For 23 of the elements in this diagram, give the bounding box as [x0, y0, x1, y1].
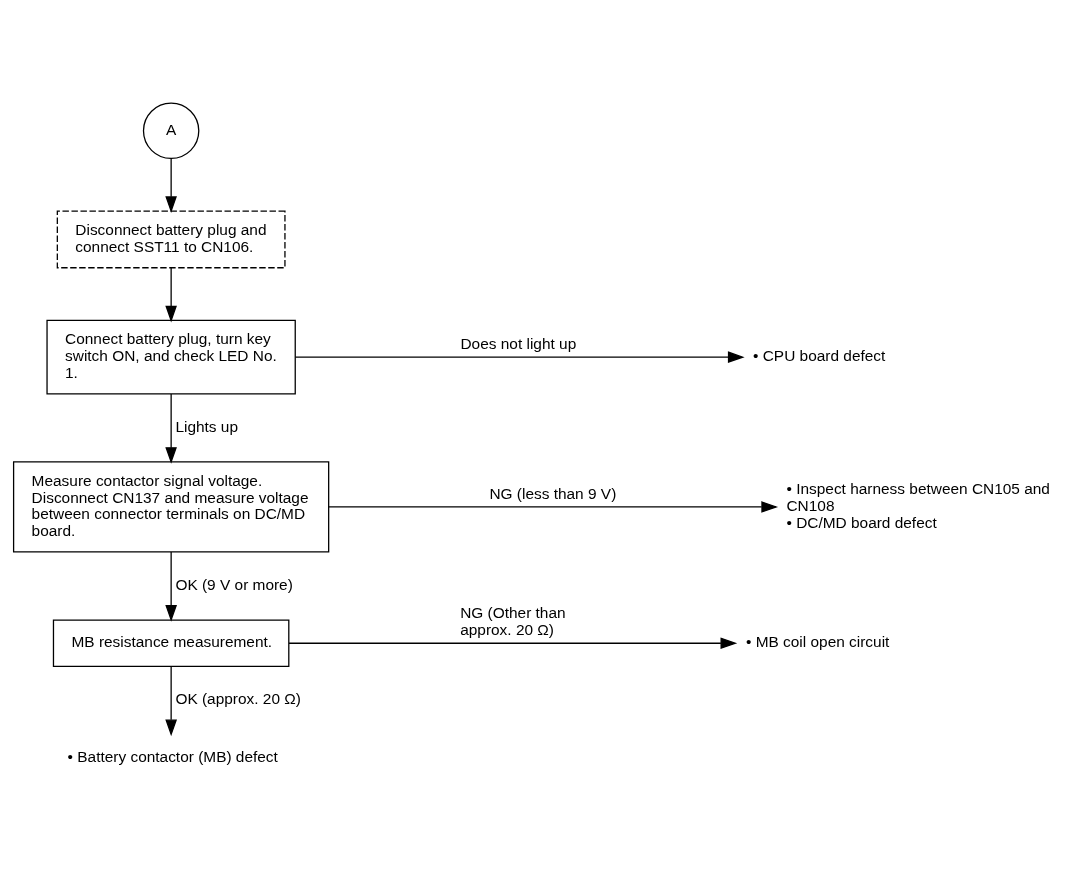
arrow: [288, 636, 738, 649]
edge-label: OK (9 V or more): [175, 575, 293, 593]
arrow: [328, 500, 779, 513]
node-text: • MB coil open circuit: [745, 632, 890, 650]
arrow: [294, 350, 745, 363]
node-box: MB resistance measurement.: [52, 618, 290, 667]
arrow: [165, 550, 177, 622]
arrow: [165, 665, 177, 736]
edge-label: Does not light up: [460, 334, 577, 352]
edge-label: NG (Other than approx. 20 Ω): [460, 603, 566, 638]
node-text: • Battery contactor (MB) defect: [67, 747, 278, 765]
node-text: • CPU board defect: [753, 346, 886, 364]
edge-label: Lights up: [175, 417, 239, 435]
edge-label: NG (less than 9 V): [489, 484, 617, 502]
node-box: Connect battery plug, turn key switch ON, and check LED No. 1.: [46, 319, 296, 394]
node-text: • Inspect harness between CN105 and CN108 • DC/MD board defect: [786, 479, 1050, 531]
arrow: [165, 157, 177, 213]
node-box: Disconnect battery plug and connect SST11 to CN106.: [56, 210, 286, 268]
edge-label: OK (approx. 20 Ω): [175, 689, 301, 707]
node-box: Measure contactor signal voltage. Disconnect CN137 and measure voltage between connector terminals on DC/MD board.: [12, 460, 330, 553]
node-circle: A: [142, 102, 200, 159]
arrow: [165, 392, 177, 464]
arrow: [165, 266, 177, 322]
